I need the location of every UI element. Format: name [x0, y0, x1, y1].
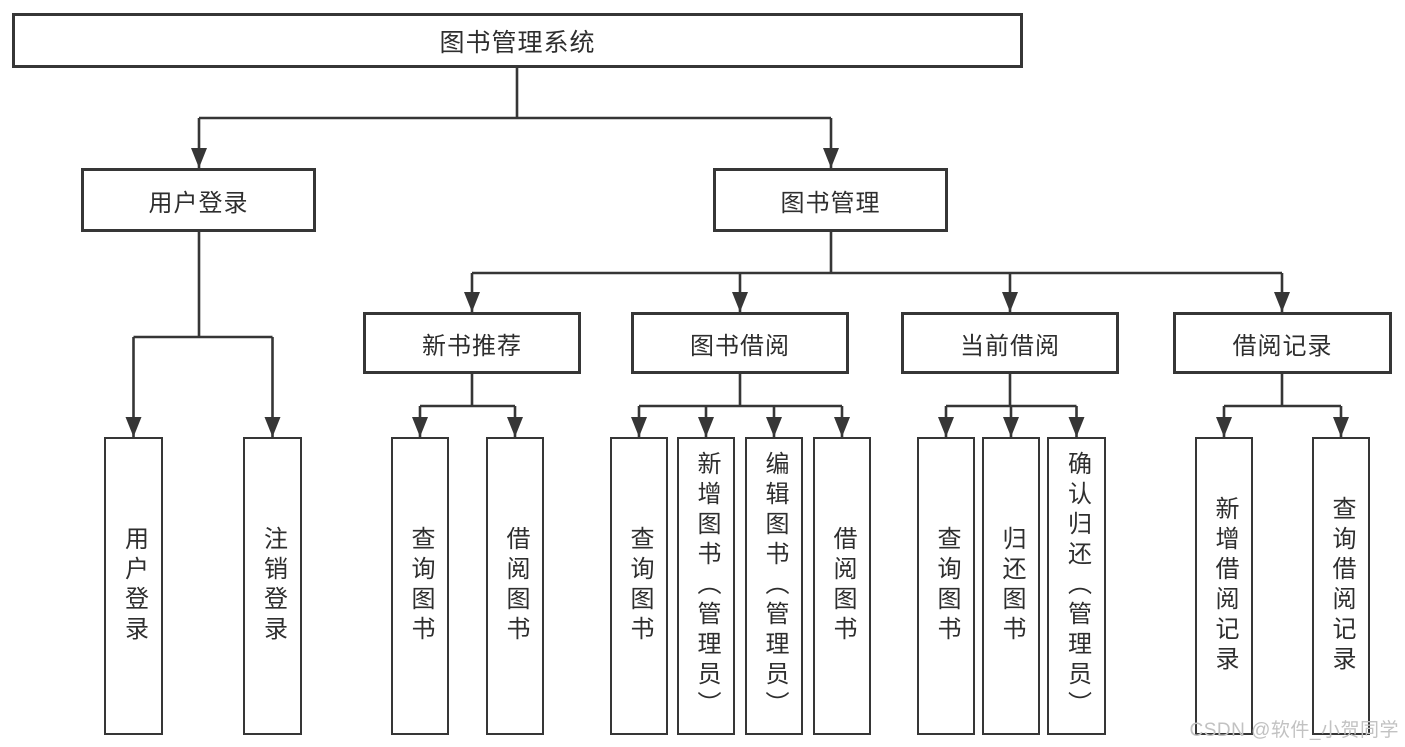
- node-borrow-records: 借阅记录: [1173, 312, 1392, 374]
- node-current-borrow: 当前借阅: [901, 312, 1119, 374]
- node-label: 用户登录: [120, 526, 148, 646]
- node-label: 图书管理: [780, 189, 881, 217]
- connector-user-login-trunk: [133, 232, 273, 339]
- node-label: 新书推荐: [422, 332, 522, 360]
- node-label: 借阅图书: [502, 526, 529, 646]
- node-root-system: 图书管理系统: [12, 13, 1023, 68]
- csdn-watermark: CSDN @软件_小贺同学: [1189, 720, 1399, 741]
- node-new-book-recommend: 新书推荐: [363, 312, 581, 374]
- node-label: 图书借阅: [690, 332, 790, 360]
- leaf-borrow-books: 借阅图书: [813, 437, 871, 735]
- connector-borrow-records-trunk: [1224, 374, 1341, 408]
- connector-root-trunk: [199, 68, 831, 120]
- connector-book-borrow-trunk: [639, 374, 842, 408]
- node-label: 当前借阅: [960, 332, 1060, 360]
- node-label: 新增借阅记录: [1211, 496, 1238, 676]
- node-book-management: 图书管理: [713, 168, 948, 232]
- node-label: 借阅图书: [829, 526, 856, 646]
- leaf-return-books: 归还图书: [982, 437, 1040, 735]
- leaf-query-books-recommend: 查询图书: [391, 437, 449, 735]
- node-book-borrow: 图书借阅: [631, 312, 849, 374]
- node-user-login: 用户登录: [81, 168, 316, 232]
- node-label: 编辑图书（管理员）: [761, 451, 788, 721]
- leaf-borrow-books-recommend: 借阅图书: [486, 437, 544, 735]
- node-label: 注销登录: [259, 526, 287, 646]
- node-label: 查询图书: [933, 526, 960, 646]
- node-label: 查询图书: [626, 526, 653, 646]
- leaf-logout: 注销登录: [243, 437, 302, 735]
- connector-new-books-trunk: [420, 374, 515, 408]
- leaf-query-books-current: 查询图书: [917, 437, 975, 735]
- node-label: 图书管理系统: [439, 28, 596, 57]
- node-label: 确认归还（管理员）: [1063, 451, 1091, 721]
- leaf-add-books-admin: 新增图书（管理员）: [677, 437, 735, 735]
- node-label: 用户登录: [148, 189, 249, 217]
- node-label: 查询图书: [407, 526, 434, 646]
- leaf-add-borrow-record: 新增借阅记录: [1195, 437, 1253, 735]
- leaf-confirm-return-admin: 确认归还（管理员）: [1047, 437, 1106, 735]
- node-label: 新增图书（管理员）: [693, 451, 720, 721]
- leaf-query-books-borrow: 查询图书: [610, 437, 668, 735]
- leaf-query-borrow-record: 查询借阅记录: [1312, 437, 1370, 735]
- node-label: 借阅记录: [1232, 332, 1333, 360]
- connector-book-management-trunk: [472, 232, 1282, 275]
- connector-current-borrow-trunk: [946, 374, 1077, 408]
- leaf-edit-books-admin: 编辑图书（管理员）: [745, 437, 803, 735]
- leaf-user-login: 用户登录: [104, 437, 163, 735]
- node-label: 归还图书: [998, 526, 1025, 646]
- node-label: 查询借阅记录: [1328, 496, 1355, 676]
